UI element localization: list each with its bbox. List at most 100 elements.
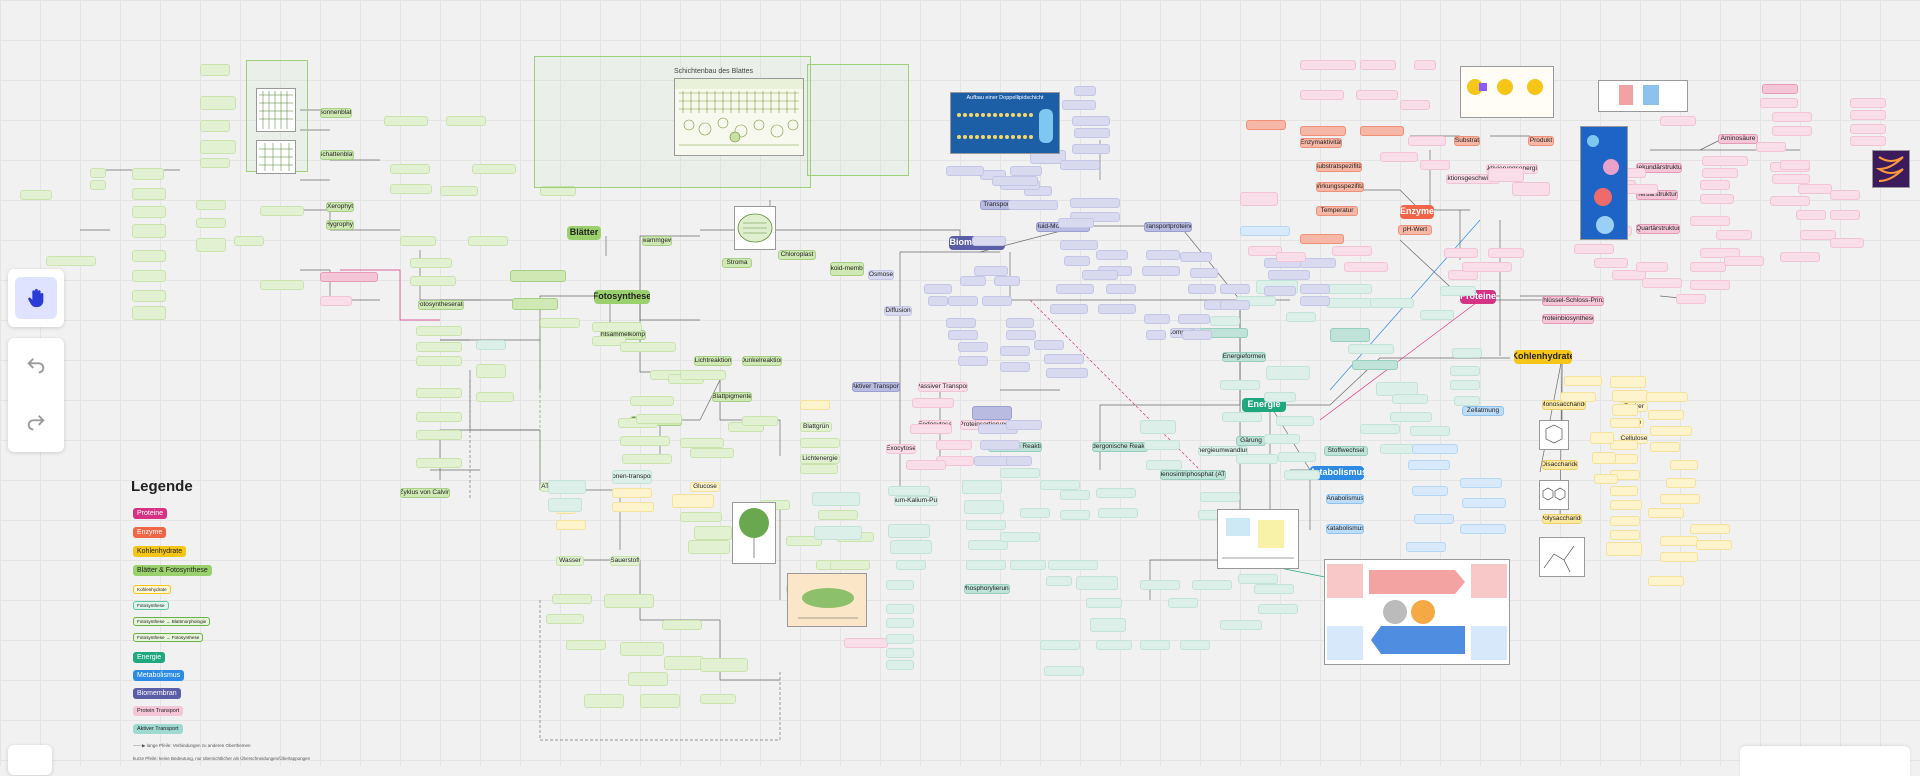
mindmap-node[interactable] [800,438,840,448]
mindmap-node[interactable] [1670,460,1698,470]
hub-enzyme[interactable]: Enzyme [1400,205,1434,219]
mindmap-node[interactable] [1702,156,1748,166]
mindmap-node[interactable] [1610,500,1642,510]
mindmap-node[interactable] [1660,552,1698,562]
mindmap-node[interactable] [1830,190,1860,200]
mindmap-node[interactable] [196,238,226,252]
mindmap-node[interactable] [1048,560,1098,570]
mindmap-node[interactable] [1454,396,1480,406]
mindmap-node[interactable] [1560,392,1596,402]
mindmap-node[interactable] [1006,318,1034,328]
node-stoffwechsel[interactable]: Stoffwechsel [1324,446,1368,456]
mindmap-node[interactable] [1300,234,1344,244]
mindmap-node[interactable] [584,694,624,708]
mindmap-node[interactable] [1444,248,1478,258]
mindmap-node[interactable] [1268,270,1310,280]
mindmap-node[interactable] [1420,310,1454,320]
mindmap-node[interactable] [1074,86,1096,96]
mindmap-node[interactable] [1512,182,1550,196]
mindmap-node[interactable] [1412,444,1458,454]
mindmap-node[interactable] [1240,192,1278,206]
mindmap-node[interactable] [742,416,778,426]
mindmap-node[interactable] [1780,252,1820,262]
mindmap-node[interactable] [910,424,952,434]
mindmap-node[interactable] [1590,432,1614,444]
mindmap-node[interactable] [1760,98,1798,108]
mindmap-node[interactable] [962,480,1002,494]
mindmap-node[interactable] [1450,380,1480,390]
mindmap-node[interactable] [390,164,430,174]
mindmap-node[interactable] [1180,252,1212,262]
mindmap-node[interactable] [680,438,724,448]
mindmap-node[interactable] [1072,116,1110,126]
mindmap-node[interactable] [132,290,166,302]
node-temperatur[interactable]: Temperatur [1316,206,1358,216]
mindmap-node[interactable] [1006,330,1036,340]
mindmap-node[interactable] [946,166,984,176]
mindmap-node[interactable] [416,326,462,336]
mindmap-node[interactable] [1390,412,1432,422]
mindmap-node[interactable] [1098,508,1138,518]
mindmap-node[interactable] [1056,284,1094,294]
mindmap-node[interactable] [814,526,862,540]
mindmap-node[interactable] [662,620,702,630]
mindmap-node[interactable] [1060,490,1090,500]
mindmap-node[interactable] [1666,478,1696,488]
mindmap-node[interactable] [400,236,436,246]
mindmap-node[interactable] [1700,194,1734,204]
mindmap-node[interactable] [200,158,230,168]
mindmap-node[interactable] [1210,316,1240,326]
bottom-left-panel[interactable] [8,745,52,775]
mindmap-node[interactable] [1420,160,1450,170]
mindmap-node[interactable] [1360,60,1396,70]
mindmap-node[interactable] [966,560,1006,570]
mindmap-node[interactable] [886,580,914,590]
mindmap-node[interactable] [1060,240,1098,250]
mindmap-node[interactable] [1646,392,1688,402]
mindmap-node[interactable] [1636,262,1668,272]
node-schwammgewebe[interactable]: Schwammgewebe [642,236,672,246]
mindmap-node[interactable] [1044,666,1084,676]
mindmap-node[interactable] [604,594,654,608]
mindmap-node[interactable] [1040,640,1080,650]
mindmap-node[interactable] [1830,210,1860,220]
mindmap-node[interactable] [1142,266,1180,276]
node-kalium-natrium[interactable]: Natrium-Kalium-Pumpe [894,496,938,506]
mindmap-node[interactable] [1610,376,1646,388]
mindmap-node[interactable] [1264,434,1300,444]
mindmap-node[interactable] [640,694,680,708]
mindmap-node[interactable] [1696,540,1732,550]
node-katabolismus[interactable]: Katabolismus [1326,524,1364,534]
mindmap-node[interactable] [1220,284,1250,294]
mindmap-node[interactable] [1610,440,1638,450]
mindmap-node[interactable] [1140,640,1170,650]
mindmap-node[interactable] [800,400,830,410]
mindmap-node[interactable] [1096,488,1136,498]
leaf-detail-frame[interactable] [807,64,909,176]
mindmap-node[interactable] [468,236,508,246]
mindmap-node[interactable] [472,164,516,174]
mindmap-node[interactable] [1046,576,1072,586]
mindmap-node[interactable] [1222,412,1262,422]
mindmap-node[interactable] [1702,168,1738,178]
mindmap-node[interactable] [982,296,1012,306]
mindmap-node[interactable] [1772,126,1812,136]
mindmap-node[interactable] [1690,216,1730,226]
mindmap-node[interactable] [1650,442,1680,452]
mindmap-node[interactable] [566,640,606,650]
mindmap-node[interactable] [1300,126,1346,136]
mindmap-node[interactable] [1690,262,1726,272]
mindmap-node[interactable] [1060,160,1100,170]
mindmap-node[interactable] [1188,284,1216,294]
mindmap-node[interactable] [992,176,1038,186]
node-fotosyntheserate[interactable]: Fotosyntheserate [418,300,464,310]
mindmap-node[interactable] [1392,394,1428,404]
mindmap-node[interactable] [1326,284,1372,294]
node-disaccharide[interactable]: Disaccharide [1542,460,1578,470]
mindmap-node[interactable] [1650,426,1692,436]
mindmap-node[interactable] [1220,380,1260,390]
mindmap-node[interactable] [1462,498,1506,508]
mindmap-node[interactable] [1800,230,1836,240]
mindmap-node[interactable] [540,318,580,328]
node-thylakoid[interactable]: Thylakoid-membranen [830,262,864,276]
